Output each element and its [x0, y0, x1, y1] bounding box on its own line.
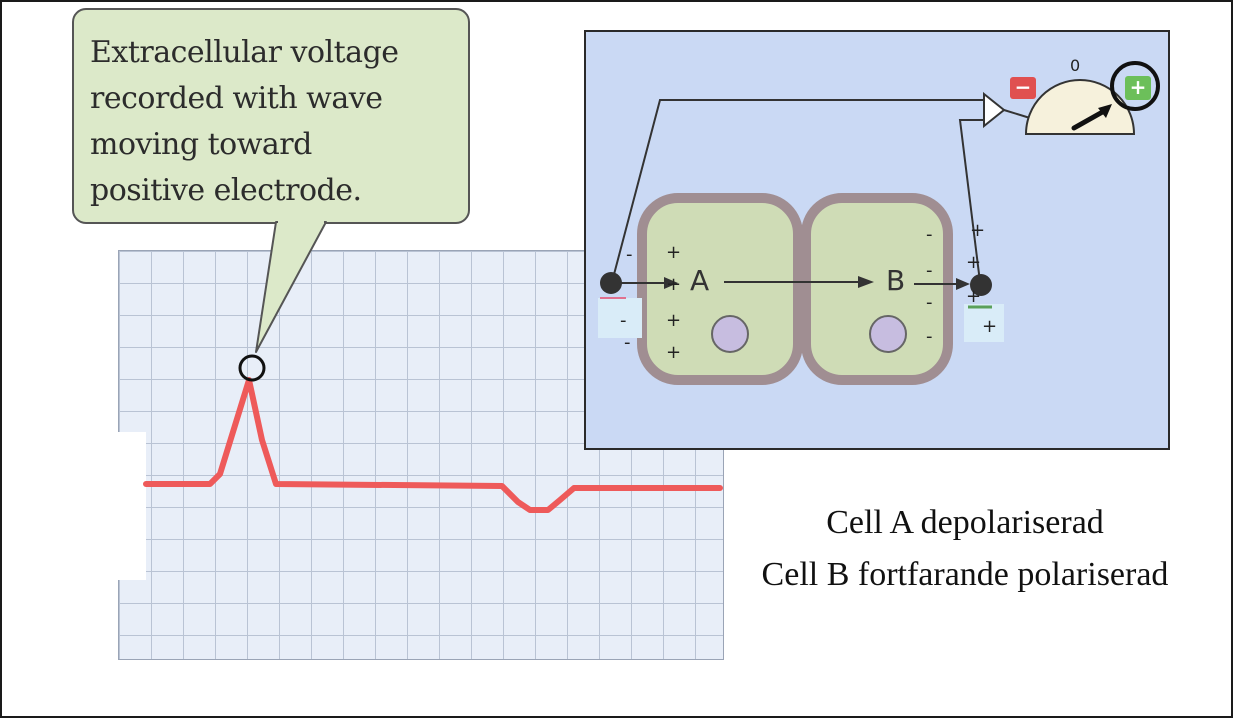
voltage-trace — [143, 377, 723, 513]
callout-line-4: positive electrode. — [90, 173, 362, 208]
charge-sign: + — [666, 242, 682, 263]
charge-sign: + — [966, 252, 982, 273]
charge-sign: + — [966, 286, 982, 307]
callout-line-3: moving toward — [90, 127, 312, 162]
cell-a-nucleus — [711, 315, 749, 353]
amp-to-gauge — [1003, 109, 1031, 119]
cell-b — [801, 193, 953, 385]
electrode-right — [970, 274, 992, 296]
gauge-zero-label: 0 — [1070, 56, 1081, 75]
electrode-left — [600, 272, 622, 294]
plus-terminal-highlight — [1110, 61, 1160, 111]
electrode-pad-right — [964, 304, 1004, 342]
callout-text: Extracellular voltage recorded with wave… — [90, 30, 460, 214]
callout-line-2: recorded with wave — [90, 81, 383, 116]
wire-right — [958, 119, 986, 283]
charge-sign: - — [620, 310, 627, 331]
cell-b-label: B — [886, 264, 906, 297]
needle-tip-icon — [1098, 104, 1112, 118]
wave-arrow-right-head — [956, 278, 970, 290]
voltmeter-needle — [1071, 107, 1109, 131]
callout-box — [72, 8, 470, 224]
electrode-pad-left — [598, 298, 642, 338]
charge-sign: - — [926, 224, 933, 245]
charge-sign: - — [624, 332, 631, 353]
caption-line-2: Cell B fortfarande polariserad — [761, 556, 1169, 593]
minus-terminal-icon: − — [1010, 77, 1036, 99]
wave-arrow-mid-head — [858, 276, 874, 288]
wave-arrow-left-head — [664, 277, 678, 289]
peak-marker — [238, 354, 266, 382]
grid-label-area — [118, 432, 146, 580]
caption-line-1: Cell A depolariserad — [826, 504, 1104, 541]
voltmeter-icon — [1024, 79, 1136, 135]
charge-sign: + — [666, 342, 682, 363]
charge-sign: + — [982, 316, 998, 337]
charge-sign: - — [926, 260, 933, 281]
cell-b-nucleus — [869, 315, 907, 353]
charge-sign: - — [926, 292, 933, 313]
charge-sign: + — [970, 220, 986, 241]
callout-line-1: Extracellular voltage — [90, 35, 399, 70]
amplifier-icon — [983, 91, 1006, 129]
cell-a-label: A — [690, 264, 710, 297]
charge-sign: - — [626, 244, 633, 265]
charge-sign: + — [666, 310, 682, 331]
charge-sign: - — [926, 326, 933, 347]
cell-a — [637, 193, 803, 385]
wire-left — [611, 99, 986, 283]
charge-sign: + — [666, 274, 682, 295]
